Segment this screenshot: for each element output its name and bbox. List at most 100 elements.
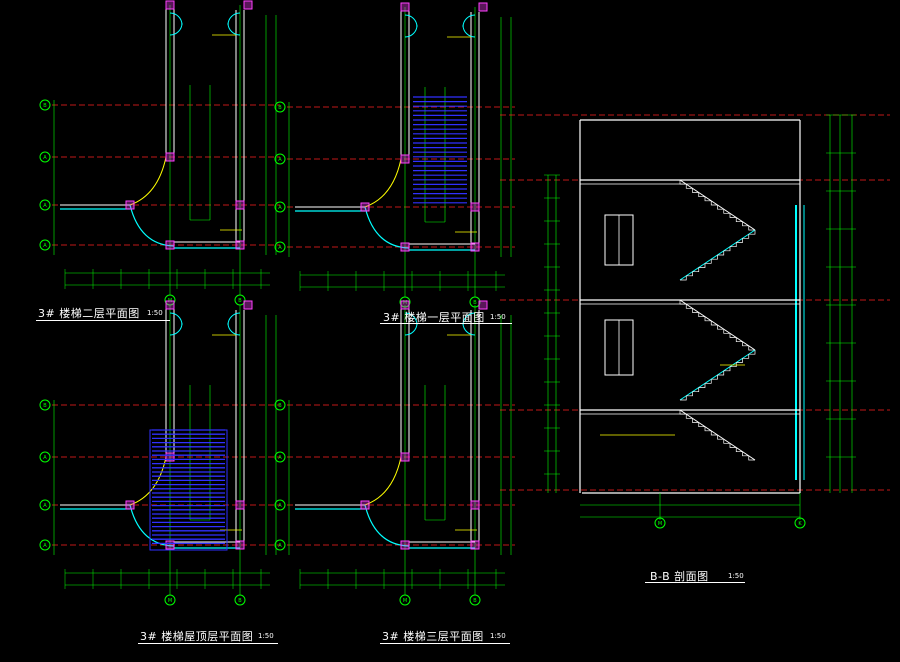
stair-step xyxy=(704,196,712,202)
curved-window xyxy=(129,204,175,247)
axis-label: A xyxy=(278,503,282,509)
title-plan-second-floor: 3# 楼梯二层平面图 xyxy=(38,307,140,320)
axis-bubble xyxy=(39,239,51,251)
stair-step xyxy=(680,275,687,281)
title-underline xyxy=(138,643,278,644)
column xyxy=(400,540,410,550)
axis-bubble xyxy=(274,101,286,113)
stair-step xyxy=(735,447,743,453)
column xyxy=(235,240,245,250)
axis-bubble xyxy=(274,499,286,511)
column xyxy=(165,452,175,462)
axis-label: M xyxy=(403,598,407,604)
stair-step xyxy=(742,341,749,347)
axis-label: A xyxy=(43,503,47,509)
stair-step xyxy=(742,451,749,457)
axis-bubble xyxy=(274,241,286,253)
stair-step xyxy=(717,205,724,210)
title-section-bb: B-B 剖面图 xyxy=(650,570,709,583)
stair-step xyxy=(748,345,755,351)
axis-label: A xyxy=(278,245,282,251)
stair-step xyxy=(685,414,693,419)
stair-step xyxy=(704,316,712,322)
stair-step xyxy=(736,358,743,363)
stair-step xyxy=(736,238,743,243)
title-plan-first-floor: 3# 楼梯一层平面图 xyxy=(383,311,485,324)
stair-step xyxy=(692,387,700,393)
stair-step xyxy=(679,180,687,185)
door-swing xyxy=(227,312,241,326)
column xyxy=(165,540,175,550)
stair-step xyxy=(723,366,731,372)
stair-step xyxy=(711,375,718,380)
stair-step xyxy=(685,184,693,189)
axis-label: A xyxy=(43,155,47,161)
door-swing xyxy=(169,22,183,36)
axis-bubble xyxy=(399,594,411,606)
column xyxy=(243,0,253,10)
axis-label: B xyxy=(238,598,242,604)
stair-step xyxy=(692,418,699,423)
axis-label: K xyxy=(798,521,802,527)
column xyxy=(400,452,410,462)
axis-label: A xyxy=(43,243,47,249)
title-plan-third-floor: 3# 楼梯三层平面图 xyxy=(382,630,484,643)
door-swing xyxy=(462,14,476,28)
stair-step xyxy=(729,333,737,338)
stair-step xyxy=(748,225,755,231)
stair-step xyxy=(730,362,737,368)
axis-label: A xyxy=(43,455,47,461)
door-swing xyxy=(227,22,241,36)
axis-label: B xyxy=(278,403,282,409)
column xyxy=(125,200,135,210)
door-swing xyxy=(169,312,183,326)
title-underline xyxy=(380,323,512,324)
scale-plan-top-floor: 1:50 xyxy=(258,632,274,640)
column xyxy=(470,242,480,252)
title-plan-top-floor: 3# 楼梯屋顶层平面图 xyxy=(140,630,254,643)
stair-step xyxy=(742,234,750,239)
stair-step xyxy=(685,304,693,309)
axis-bubble xyxy=(274,451,286,463)
curved-window xyxy=(129,504,175,547)
stair-step xyxy=(742,221,749,227)
curved-wall xyxy=(364,456,402,506)
stair-step xyxy=(710,430,718,436)
column xyxy=(235,540,245,550)
stair-step xyxy=(735,337,743,343)
curved-window xyxy=(364,504,410,547)
axis-bubble xyxy=(794,517,806,529)
axis-bubble xyxy=(39,499,51,511)
stair-step xyxy=(717,435,724,440)
stair-step xyxy=(723,329,730,334)
axis-bubble xyxy=(39,151,51,163)
stair-step xyxy=(698,383,706,388)
stair-step xyxy=(717,325,724,330)
stair-step xyxy=(692,308,699,313)
scale-plan-third-floor: 1:50 xyxy=(490,632,506,640)
column xyxy=(470,540,480,550)
axis-bubble xyxy=(234,594,246,606)
title-underline xyxy=(380,643,510,644)
column xyxy=(400,2,410,12)
column xyxy=(235,500,245,510)
column xyxy=(165,0,175,10)
stair-step xyxy=(698,263,706,268)
axis-label: B xyxy=(43,103,47,109)
stair-step xyxy=(679,410,687,415)
column xyxy=(478,300,488,310)
column xyxy=(243,300,253,310)
axis-bubble xyxy=(274,201,286,213)
door-swing xyxy=(462,24,476,38)
column xyxy=(400,300,410,310)
axis-label: B xyxy=(473,300,477,306)
stair-step xyxy=(705,379,712,384)
axis-label: B xyxy=(278,105,282,111)
curved-wall xyxy=(364,158,402,208)
axis-bubble xyxy=(39,99,51,111)
column xyxy=(400,154,410,164)
axis-label: A xyxy=(278,205,282,211)
stair-step xyxy=(698,312,705,318)
stair-step xyxy=(729,213,737,218)
